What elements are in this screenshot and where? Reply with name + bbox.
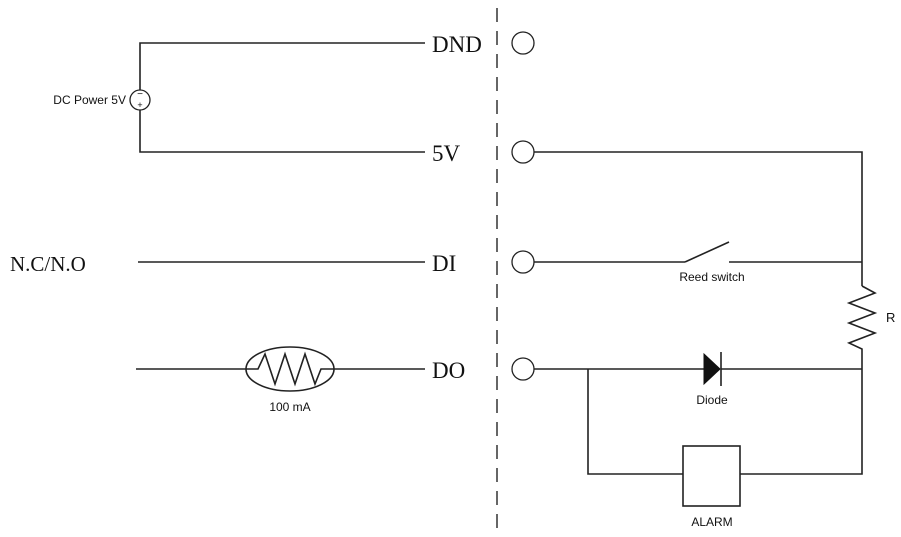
wire-alarm-left <box>587 369 683 475</box>
terminal-di-circle <box>511 250 535 274</box>
wire-alarm-right <box>740 369 863 475</box>
fuse-label: 100 mA <box>269 400 310 414</box>
dc-power-label: DC Power 5V <box>53 93 126 107</box>
wire-dnd-to-power <box>139 42 425 90</box>
dc-power-source-icon: − + <box>129 89 151 111</box>
wire-5v-rail <box>534 151 863 286</box>
terminal-do-label: DO <box>432 358 465 383</box>
alarm-label: ALARM <box>691 515 732 529</box>
terminal-di-label: DI <box>432 251 456 276</box>
reed-switch-icon <box>684 241 730 263</box>
power-plus-sign: + <box>137 100 142 110</box>
reed-switch-label: Reed switch <box>679 270 744 284</box>
nc-no-label: N.C/N.O <box>10 252 86 276</box>
diode-icon <box>703 352 722 386</box>
terminal-5v-label: 5V <box>432 141 461 166</box>
diode-label: Diode <box>696 393 728 407</box>
alarm-box <box>682 445 741 507</box>
terminal-dnd-circle <box>511 31 535 55</box>
resistor-label: R <box>886 310 895 325</box>
terminal-do-circle <box>511 357 535 381</box>
fuse-icon <box>245 346 335 392</box>
wire-power-to-5v <box>139 110 425 153</box>
resistor-icon <box>846 285 878 369</box>
power-minus-sign: − <box>137 89 143 100</box>
terminal-dnd-label: DND <box>432 32 482 57</box>
terminal-5v-circle <box>511 140 535 164</box>
